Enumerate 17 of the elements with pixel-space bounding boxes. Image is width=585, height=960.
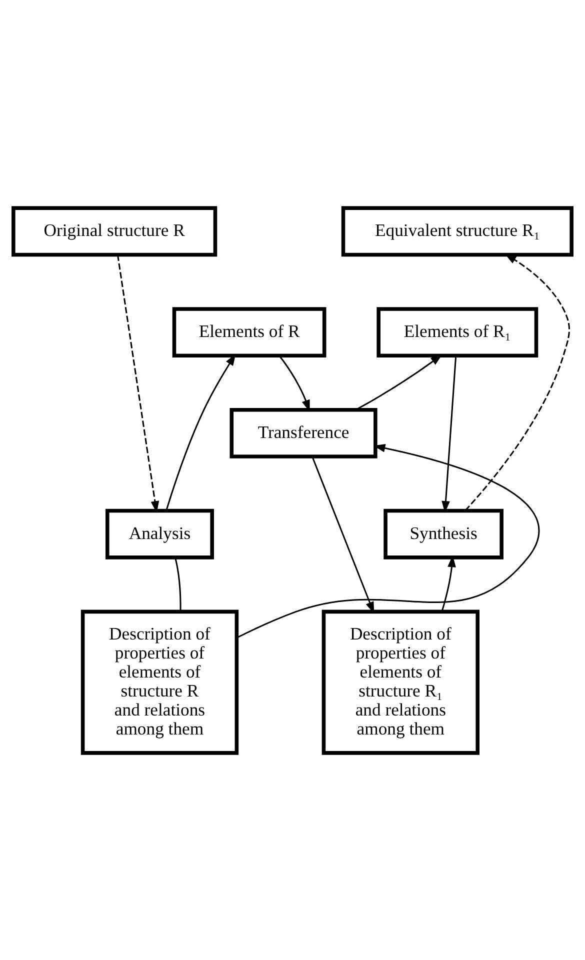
connector [174, 556, 182, 612]
arrow [166, 353, 236, 510]
node-box: Elements of R₁ [376, 306, 538, 358]
node-box: Elements of R [172, 306, 326, 358]
node-box: Equivalent structure R₁ [341, 206, 574, 256]
arrow [236, 444, 540, 638]
node-box: Description of properties of elements of structure R₁ and relations among them [322, 609, 480, 754]
arrow [116, 254, 160, 512]
arrow [442, 355, 457, 512]
arrow [312, 456, 374, 614]
node-box: Original structure R [12, 206, 218, 256]
node-box: Synthesis [384, 508, 504, 559]
arrow [441, 554, 456, 612]
node-box: Analysis [106, 508, 214, 559]
node-box: Description of properties of elements of structure R and relations among them [80, 609, 239, 754]
arrow [278, 354, 310, 412]
node-box: Transference [230, 407, 378, 458]
